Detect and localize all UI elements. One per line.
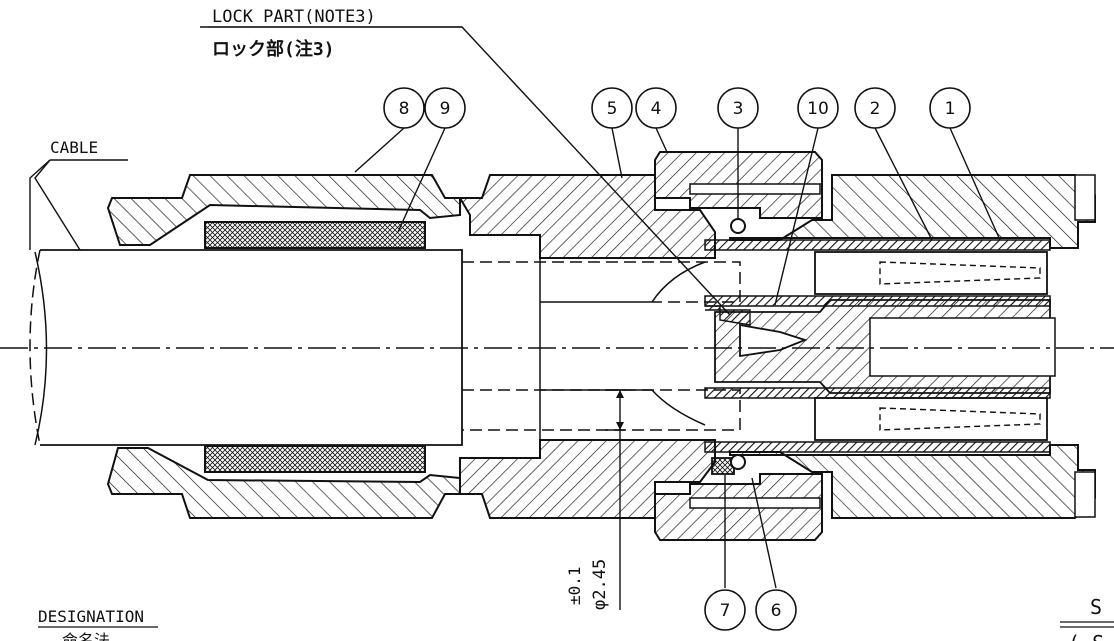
o-ring-top — [730, 218, 746, 234]
dimension-tolerance: ±0.1 — [565, 566, 584, 605]
svg-text:9: 9 — [440, 99, 451, 119]
rear-nut-top — [106, 174, 461, 246]
callout-7: 7 — [704, 589, 746, 631]
svg-text:6: 6 — [771, 601, 782, 621]
lock-part-label-jp: ロック部(注3) — [212, 38, 335, 60]
callout-6: 6 — [755, 589, 797, 631]
gasket-top — [204, 221, 426, 249]
body-bottom — [459, 439, 716, 519]
corner-label-bottom: ( S — [1068, 631, 1104, 641]
designation-label: DESIGNATION — [38, 607, 144, 626]
svg-text:5: 5 — [607, 99, 618, 119]
svg-text:2: 2 — [870, 99, 881, 119]
contact-pin-top — [814, 251, 1048, 295]
callout-8: 8 — [383, 87, 425, 129]
callout-3: 3 — [717, 87, 759, 129]
callout-4: 4 — [635, 87, 677, 129]
gasket-bottom — [204, 445, 426, 473]
svg-text:4: 4 — [651, 99, 662, 119]
svg-text:8: 8 — [399, 99, 410, 119]
cable-label: CABLE — [50, 138, 98, 157]
callout-10: 10 — [797, 87, 839, 129]
body-top — [458, 174, 716, 259]
callout-2: 2 — [854, 87, 896, 129]
svg-text:1: 1 — [945, 99, 956, 119]
callout-5: 5 — [591, 87, 633, 129]
insulator-top — [704, 239, 1051, 251]
corner-label-top: S — [1090, 595, 1102, 619]
callout-1: 1 — [929, 87, 971, 129]
lock-part-label: LOCK PART(NOTE3) — [212, 7, 376, 27]
callout-9: 9 — [424, 87, 466, 129]
svg-text:7: 7 — [720, 601, 731, 621]
svg-text:10: 10 — [807, 99, 829, 119]
dimension-diameter: φ2.45 — [590, 559, 610, 610]
contact-pin-bottom — [814, 397, 1048, 441]
svg-text:3: 3 — [733, 99, 744, 119]
insulator-bottom — [704, 387, 1051, 399]
rear-nut-bottom — [106, 447, 461, 519]
designation-label-jp: 命名法 — [62, 631, 110, 641]
o-ring-bottom — [730, 454, 746, 470]
